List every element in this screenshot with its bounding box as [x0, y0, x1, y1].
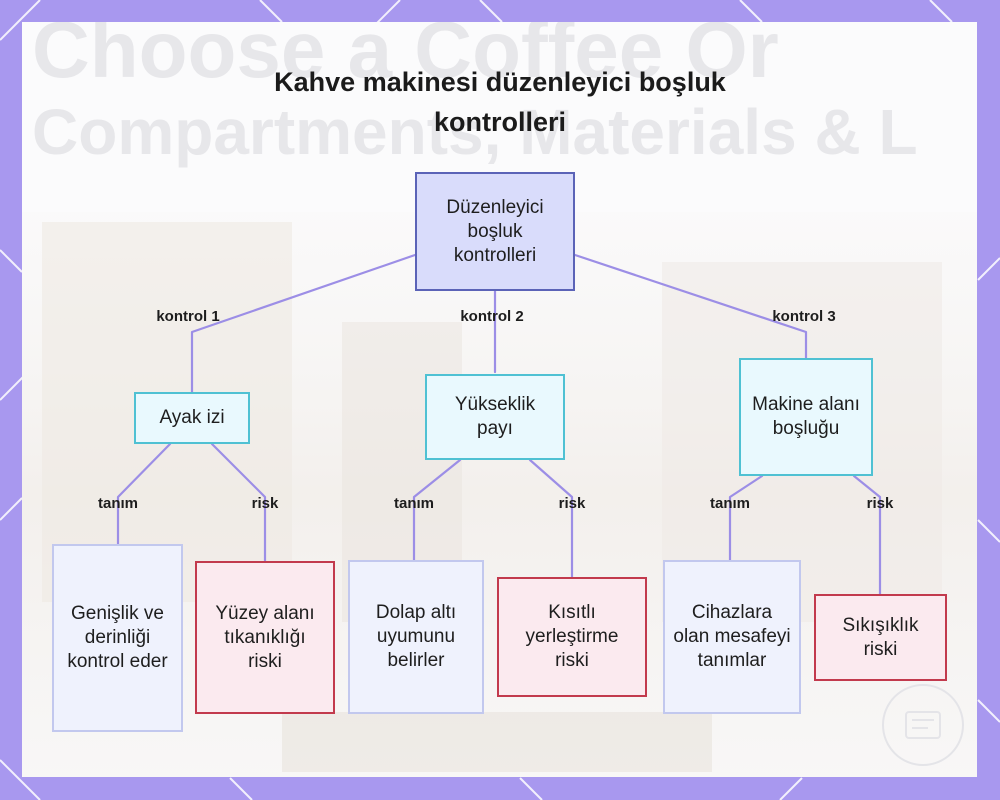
- edge-label-control-2: kontrol 2: [460, 308, 524, 325]
- edge-label-branch-1-definition: tanım: [97, 495, 139, 512]
- node-branch-1-risk-label: Yüzey alanı tıkanıklığı riski: [215, 602, 315, 672]
- edge-label-branch-1-risk: risk: [251, 495, 279, 512]
- diagram-card: Choose a Coffee Or Compartments, Materia…: [22, 22, 977, 777]
- node-branch-1: Ayak izi: [134, 392, 250, 444]
- node-branch-2-label: Yükseklik payı: [454, 394, 536, 439]
- node-branch-2: Yükseklik payı: [425, 374, 565, 460]
- node-root-label: Düzenleyici boşluk kontrolleri: [446, 196, 544, 266]
- node-branch-2-risk-label: Kısıtlı yerleştirme riski: [525, 602, 619, 671]
- edge-label-branch-3-definition: tanım: [709, 495, 751, 512]
- node-branch-2-definition: Dolap altı uyumunu belirler: [348, 560, 484, 714]
- edge-branch-2-definition: [412, 458, 462, 562]
- watermark-logo-icon: [882, 684, 964, 766]
- node-branch-3-risk: Sıkışıklık riski: [814, 594, 947, 681]
- node-root: Düzenleyici boşluk kontrolleri: [415, 172, 575, 291]
- background-subheading-text: Compartments, Materials & L: [32, 96, 918, 168]
- edge-branch-1-definition: [116, 442, 172, 546]
- node-branch-2-definition-label: Dolap altı uyumunu belirler: [375, 602, 457, 671]
- background-heading-text: Choose a Coffee Or: [32, 22, 779, 94]
- node-branch-3-definition-label: Cihazlara olan mesafeyi tanımlar: [673, 602, 791, 671]
- edge-label-branch-3-risk: risk: [866, 495, 894, 512]
- edge-branch-2-risk: [528, 458, 574, 579]
- edge-label-branch-2-definition: tanım: [393, 495, 435, 512]
- diagram-title: Kahve makinesi düzenleyici boşluk kontro…: [274, 67, 726, 137]
- node-branch-3-definition: Cihazlara olan mesafeyi tanımlar: [663, 560, 801, 714]
- node-branch-1-definition: Genişlik ve derinliği kontrol eder: [52, 544, 183, 732]
- edge-label-control-3: kontrol 3: [772, 308, 836, 325]
- node-branch-3-risk-label: Sıkışıklık riski: [842, 614, 919, 660]
- node-branch-1-risk: Yüzey alanı tıkanıklığı riski: [195, 561, 335, 714]
- node-branch-3: Makine alanı boşluğu: [739, 358, 873, 476]
- edge-branch-3-risk: [852, 474, 882, 596]
- diagram-connectors: [116, 253, 882, 596]
- edge-root-branch-3: [573, 253, 808, 360]
- node-branch-1-definition-label: Genişlik ve derinliği kontrol eder: [67, 603, 168, 672]
- node-branch-1-label: Ayak izi: [159, 407, 225, 428]
- edge-label-control-1: kontrol 1: [156, 308, 220, 325]
- edge-branch-3-definition: [728, 474, 764, 562]
- node-branch-2-risk: Kısıtlı yerleştirme riski: [497, 577, 647, 697]
- edge-root-branch-1: [190, 253, 417, 394]
- edge-label-branch-2-risk: risk: [558, 495, 586, 512]
- node-branch-3-label: Makine alanı boşluğu: [752, 394, 860, 439]
- edge-branch-1-risk: [210, 442, 267, 563]
